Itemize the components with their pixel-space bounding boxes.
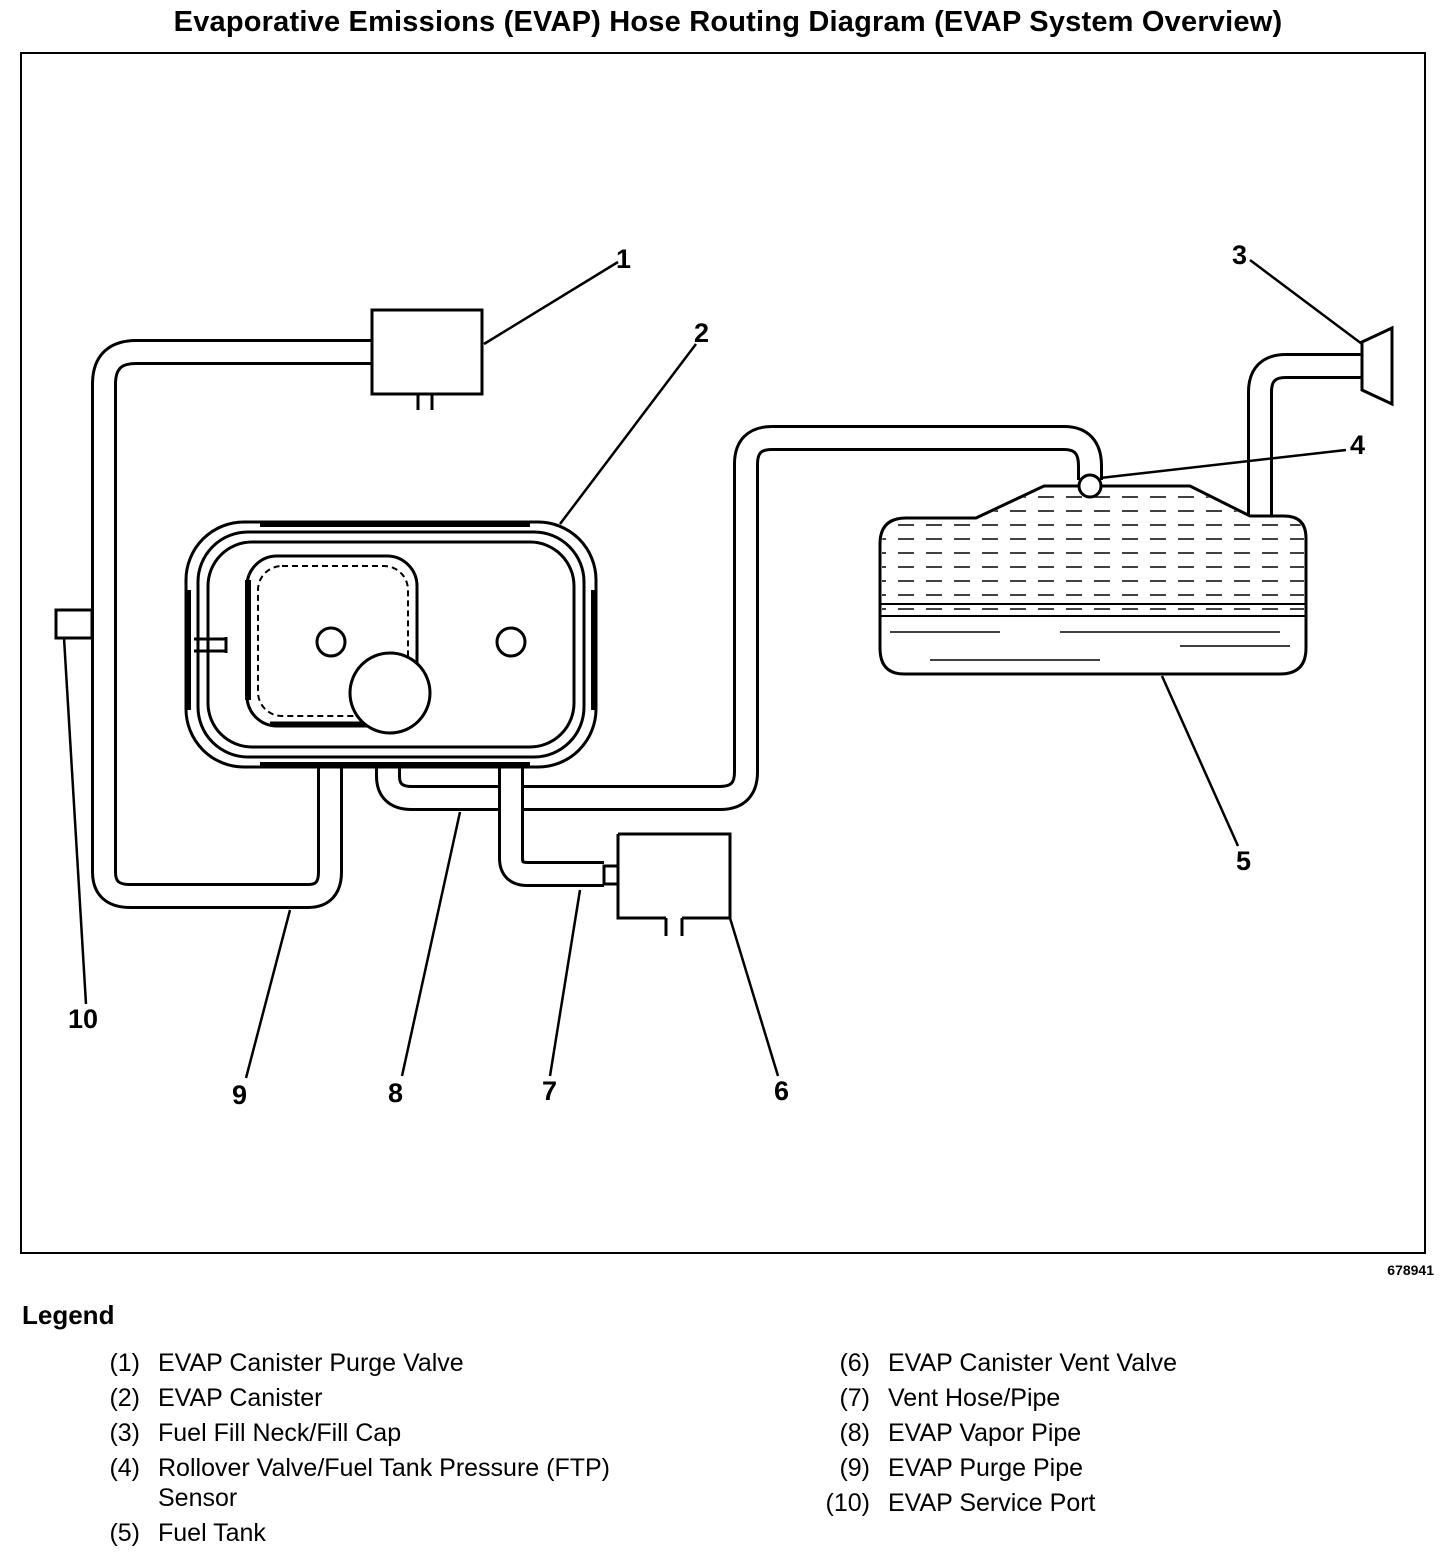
callout-9: 9 [232, 1080, 247, 1110]
fuel-tank [878, 484, 1308, 676]
callout-1: 1 [616, 244, 631, 274]
legend-item: (6) EVAP Canister Vent Valve [790, 1348, 1430, 1378]
legend-item-number: (3) [109, 1419, 140, 1447]
legend-item-description: EVAP Vapor Pipe [888, 1419, 1082, 1447]
legend-item: (2) EVAP Canister [60, 1383, 700, 1413]
figure-id: 678941 [1387, 1262, 1434, 1278]
legend-item-description: EVAP Service Port [888, 1489, 1096, 1517]
legend-item-description: EVAP Purge Pipe [888, 1454, 1084, 1482]
callout-5: 5 [1236, 846, 1251, 876]
leader-lines [62, 259, 1363, 1079]
legend-item-description: Fuel Fill Neck/Fill Cap [158, 1419, 402, 1447]
legend-item-number: (2) [109, 1384, 140, 1412]
legend-item: (1) EVAP Canister Purge Valve [60, 1348, 700, 1378]
legend-item-description: Fuel Tank [158, 1519, 266, 1547]
legend-item: (8) EVAP Vapor Pipe [790, 1418, 1430, 1448]
callout-10: 10 [68, 1004, 98, 1034]
legend-column-left: (1) EVAP Canister Purge Valve (2) EVAP C… [60, 1348, 700, 1553]
legend-item-description: EVAP Canister [158, 1384, 323, 1412]
legend-column-right: (6) EVAP Canister Vent Valve (7) Vent Ho… [790, 1348, 1430, 1523]
fill-neck-pipe [1247, 353, 1366, 520]
legend-item: (3) Fuel Fill Neck/Fill Cap [60, 1418, 700, 1448]
callout-7: 7 [542, 1076, 557, 1106]
evap-canister [184, 520, 598, 769]
legend-title: Legend [22, 1300, 115, 1330]
diagram-title: Evaporative Emissions (EVAP) Hose Routin… [173, 6, 1283, 38]
callout-4: 4 [1350, 430, 1365, 460]
legend-item: (10) EVAP Service Port [790, 1488, 1430, 1518]
rollover-valve [1077, 473, 1103, 499]
legend-item: (9) EVAP Purge Pipe [790, 1453, 1430, 1483]
legend-item-number: (4) [109, 1454, 140, 1482]
legend-item-description: EVAP Canister Purge Valve [158, 1349, 464, 1377]
legend-item-number: (1) [109, 1349, 140, 1377]
purge-valve [370, 308, 484, 410]
diagram-frame [20, 52, 1426, 1254]
callout-6: 6 [774, 1076, 789, 1106]
legend-item-description: EVAP Canister Vent Valve [888, 1349, 1178, 1377]
evap-diagram: 1 2 3 4 5 6 7 8 9 10 [54, 240, 1394, 1110]
fill-cap [1360, 325, 1394, 407]
purge-pipe [91, 339, 372, 909]
legend-item-number: (8) [839, 1419, 870, 1447]
legend-item: (5) Fuel Tank [60, 1518, 700, 1548]
service-port [54, 608, 94, 640]
legend-item-description: Vent Hose/Pipe [888, 1384, 1061, 1412]
legend-item: (7) Vent Hose/Pipe [790, 1383, 1430, 1413]
legend-item-number: (6) [839, 1349, 870, 1377]
callout-2: 2 [694, 318, 709, 348]
vent-valve [602, 832, 732, 936]
vent-hose [498, 646, 604, 887]
legend-item-number: (10) [825, 1489, 870, 1517]
legend-item-description: Rollover Valve/Fuel Tank Pressure (FTP) … [158, 1454, 611, 1512]
callout-8: 8 [388, 1078, 403, 1108]
legend-item-number: (7) [839, 1384, 870, 1412]
callout-3: 3 [1232, 240, 1247, 270]
legend-item: (4) Rollover Valve/Fuel Tank Pressure (F… [60, 1453, 700, 1513]
vapor-pipe [375, 425, 1103, 811]
legend-item-number: (5) [109, 1519, 140, 1547]
legend-item-number: (9) [839, 1454, 870, 1482]
